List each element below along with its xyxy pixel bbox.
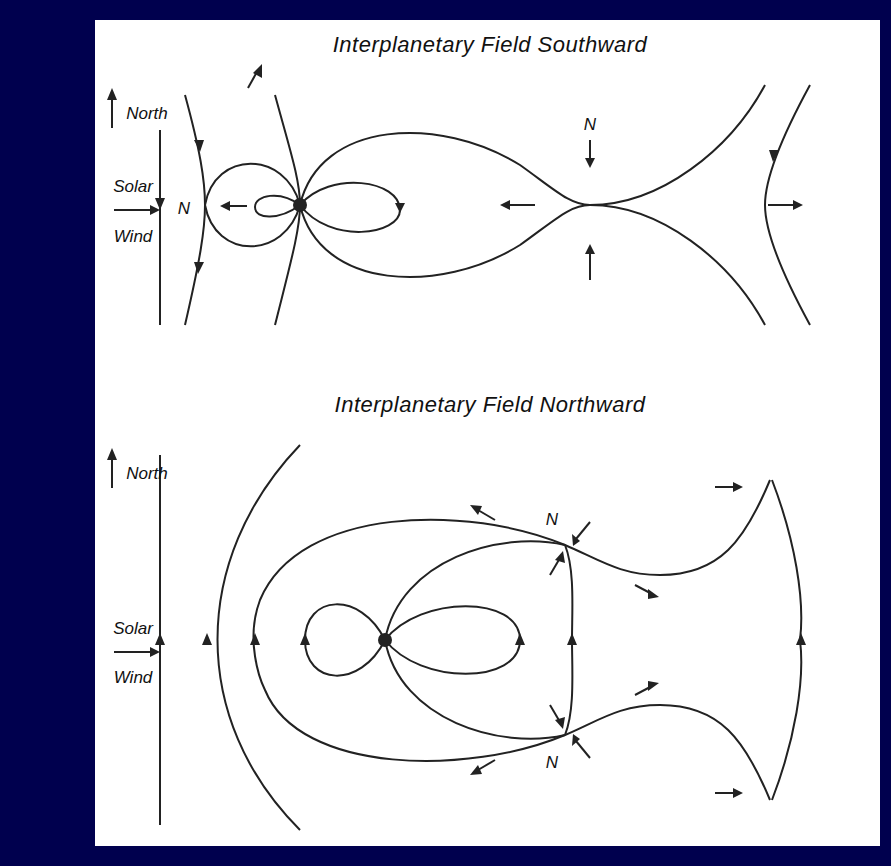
solar-wind-arrow (114, 209, 150, 211)
white-panel (95, 20, 880, 846)
arrowhead (793, 200, 803, 210)
arrowhead (470, 505, 482, 515)
flow-arrow (478, 760, 495, 770)
closed-loop (300, 183, 400, 232)
solar-wind-label: Wind (114, 228, 153, 245)
magnetopause-line (254, 520, 565, 761)
arrowhead (572, 734, 580, 746)
arrowhead (648, 681, 659, 691)
closed-loop (385, 606, 520, 674)
arrowhead (150, 647, 160, 657)
dayside-loop (205, 164, 300, 247)
solar-wind-arrow (114, 651, 150, 653)
arrowhead (555, 551, 565, 563)
direction-label: North (126, 105, 168, 122)
flow-arrow (478, 510, 495, 520)
arrowheads-south (107, 64, 803, 274)
neutral-point-label: N (546, 511, 558, 528)
flow-arrow (228, 205, 247, 207)
arrowhead (194, 262, 204, 274)
arrowhead (107, 448, 117, 460)
arrowhead (155, 633, 165, 645)
arrowhead (648, 589, 659, 599)
solar-wind-label: Solar (113, 620, 153, 637)
tail-line (765, 85, 810, 325)
flow-arrow (589, 252, 591, 280)
draped-line (218, 445, 301, 830)
panel-title: Interplanetary Field Southward (333, 34, 648, 56)
field-lines-south (112, 70, 810, 325)
arrowhead (585, 244, 595, 254)
arrowhead (555, 717, 565, 729)
lobe-line (300, 85, 765, 205)
arrowhead (515, 633, 525, 645)
solar-wind-label: Solar (113, 178, 153, 195)
arrowhead (250, 633, 260, 645)
solar-wind-label: Wind (114, 669, 153, 686)
dayside-loop (305, 604, 385, 675)
flow-arrow (715, 486, 735, 488)
arrowhead (107, 88, 117, 100)
panel-title: Interplanetary Field Northward (335, 394, 646, 416)
imf-line (159, 130, 161, 325)
flow-arrow (508, 204, 535, 206)
arrowhead (194, 140, 204, 152)
arrowhead (202, 633, 212, 645)
arrowhead (220, 201, 230, 211)
tail-line (565, 480, 770, 575)
flow-arrow (589, 140, 591, 160)
neutral-point-label: N (178, 200, 190, 217)
arrowhead (769, 150, 779, 162)
neutral-point-label: N (546, 754, 558, 771)
arrowhead (155, 198, 165, 210)
flow-arrow (576, 741, 590, 758)
arrowhead (733, 788, 743, 798)
field-lines-north (112, 445, 801, 830)
north-arrow (111, 458, 113, 488)
flow-arrow (768, 204, 795, 206)
arrowhead (796, 633, 806, 645)
flow-arrow (715, 792, 735, 794)
tail-line (565, 705, 770, 800)
direction-label: North (126, 465, 168, 482)
arrowheads-north (107, 448, 806, 798)
arrowhead (470, 765, 482, 775)
arrowhead (150, 205, 160, 215)
arrowhead (733, 482, 743, 492)
flow-arrow (576, 522, 590, 539)
earth-dot (378, 633, 392, 647)
neutral-point-label: N (584, 116, 596, 133)
arrowhead (572, 534, 580, 546)
arrowhead (500, 200, 510, 210)
far-tail-line (772, 480, 801, 800)
north-arrow (111, 98, 113, 128)
arrowhead (300, 633, 310, 645)
arrowhead (585, 158, 595, 168)
earth-dot (293, 198, 307, 212)
arrowhead (253, 64, 262, 78)
lobe-line (300, 205, 765, 325)
arrowhead (395, 203, 405, 213)
lobe-line (385, 541, 572, 738)
arrowhead (567, 633, 577, 645)
